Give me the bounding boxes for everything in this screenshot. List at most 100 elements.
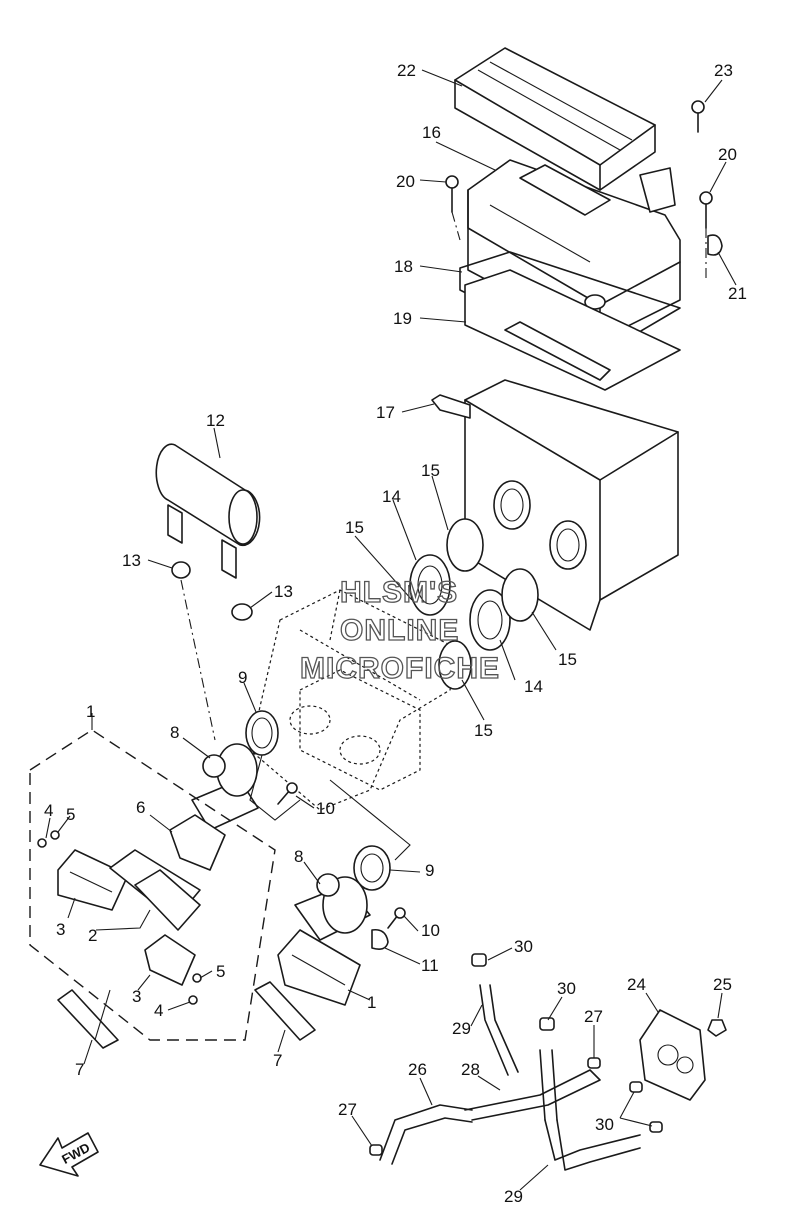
callout-15-b: 15 [345,518,364,537]
callout-10-upper: 10 [316,799,335,818]
link-line-b [329,779,411,861]
callout-3-left: 3 [56,920,65,939]
clamp-15-a [446,518,484,572]
leader-lines [45,69,737,1191]
intake-manifold-8-lower [294,873,371,941]
clamp-15-c [438,640,472,690]
reed-petals-2 [109,849,201,931]
clip-21 [707,234,723,256]
hose-29-upper [479,984,519,1076]
callout-28: 28 [461,1060,480,1079]
clip-27-upper [587,1057,601,1069]
callout-10-lower: 10 [421,921,440,940]
callout-2: 2 [88,926,97,945]
gasket-7-left [57,989,119,1049]
watermark-line-1: HLSM'S [340,576,458,609]
reed-block-3-left [57,849,129,911]
callout-13-left: 13 [122,551,141,570]
callout-labels: 22 23 16 20 20 18 21 19 17 12 15 14 15 1… [44,61,747,1206]
hose-29-riser [539,1049,558,1121]
watermark-line-3: MICROFICHE [300,652,500,685]
clip-30-top [471,953,487,967]
callout-20-right: 20 [718,145,737,164]
callout-8-upper: 8 [170,723,179,742]
cap-13-left [171,561,191,579]
cap-13-right [231,603,253,621]
intake-manifold-8-upper [191,743,259,831]
air-filter-element [454,47,656,191]
callout-15-d: 15 [474,721,493,740]
clip-30-right [629,1081,643,1093]
callout-16: 16 [422,123,441,142]
callout-6: 6 [136,798,145,817]
callout-13-right: 13 [274,582,293,601]
callout-5-upper: 5 [66,805,75,824]
callout-23: 23 [714,61,733,80]
reed-valve-kit-1-outline [29,729,276,1041]
hose-26 [379,1104,473,1165]
clamp-9-lower [353,845,391,891]
clamp-9-upper [245,710,279,756]
gasket-7-right [254,981,316,1041]
callout-12: 12 [206,411,225,430]
callout-25: 25 [713,975,732,994]
nut-25 [707,1019,727,1037]
callout-9-lower: 9 [425,861,434,880]
bolt-20-left [445,175,461,241]
callout-29-lower: 29 [504,1187,523,1206]
callout-1-valve: 1 [367,993,376,1012]
callout-21: 21 [728,284,747,303]
air-box-plate [464,269,681,391]
callout-5-lower: 5 [216,962,225,981]
link-line-a [249,754,301,821]
callout-7-left: 7 [75,1060,84,1079]
clip-30-mid [539,1017,555,1031]
hose-29-lower [544,1119,641,1171]
callout-4-lower: 4 [154,1001,163,1020]
callout-4-upper: 4 [44,801,53,820]
reed-valve-1-lower [277,929,361,1006]
callout-30-right: 30 [595,1115,614,1134]
callout-26: 26 [408,1060,427,1079]
screw-4-lower [188,995,198,1005]
reed-block-3-right [144,934,196,986]
callout-15-a: 15 [421,461,440,480]
callout-18: 18 [394,257,413,276]
silencer-leader-line [180,579,216,741]
watermark: HLSM'S ONLINE MICROFICHE [299,575,500,685]
callout-17: 17 [376,403,395,422]
callout-14-upper: 14 [382,487,401,506]
callout-3-right: 3 [132,987,141,1006]
callout-9-upper: 9 [238,668,247,687]
callout-8-lower: 8 [294,847,303,866]
callout-15-c: 15 [558,650,577,669]
washer-5-lower [192,973,202,983]
callout-19: 19 [393,309,412,328]
watermark-line-2: ONLINE [340,614,459,647]
callout-20-left: 20 [396,172,415,191]
callout-27-lower: 27 [338,1100,357,1119]
callout-30-top: 30 [514,937,533,956]
bolt-10-upper [277,782,298,805]
callout-22: 22 [397,61,416,80]
callout-27-upper: 27 [584,1007,603,1026]
clamp-15-b [501,568,539,622]
callout-24: 24 [627,975,646,994]
spacer-6 [169,814,226,871]
clip-30-low [649,1121,663,1133]
forward-direction-arrow: FWD [39,1132,99,1177]
hose-28 [464,1069,601,1121]
washer-5-upper [50,830,60,840]
callout-29-upper: 29 [452,1019,471,1038]
bolt-23 [691,100,705,133]
carburetor-set [249,589,461,811]
fuel-pump-24 [639,1009,706,1101]
intake-silencer [155,443,261,579]
boot-14-upper [409,554,451,616]
air-box-base [431,379,679,631]
callout-7-right: 7 [273,1051,282,1070]
callout-14-lower: 14 [524,677,543,696]
callout-1-kit: 1 [86,702,95,721]
callout-11: 11 [421,956,439,975]
